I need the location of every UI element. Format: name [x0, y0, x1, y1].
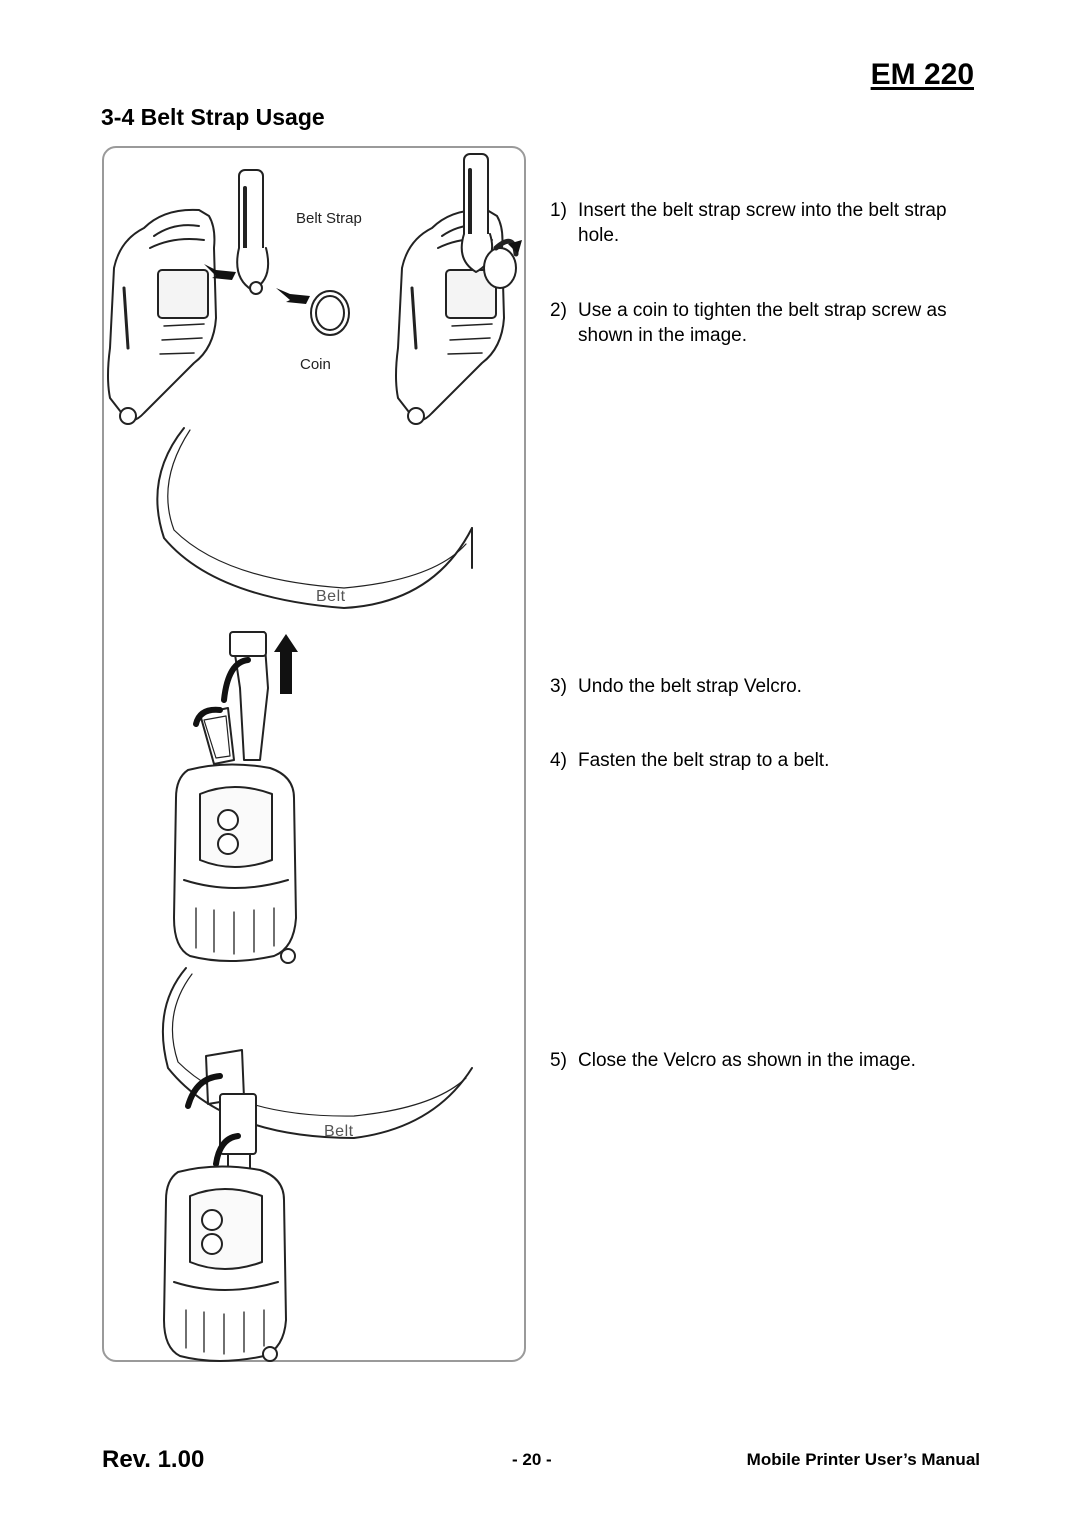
page-number: - 20 -	[512, 1450, 552, 1469]
arrow-icon	[274, 634, 298, 694]
printer-front-icon	[173, 763, 297, 964]
belt-label: Belt	[316, 588, 346, 605]
step-text: Undo the belt strap Velcro.	[578, 676, 802, 697]
step-number: 4)	[550, 750, 567, 771]
belt-icon	[161, 967, 473, 1139]
step-number: 3)	[550, 676, 567, 697]
coin-rotate-icon	[483, 238, 522, 289]
step-number: 1)	[550, 200, 567, 221]
belt-icon	[156, 427, 473, 609]
printer-front-icon	[163, 1165, 287, 1362]
belt-strap-illustration	[107, 153, 522, 1362]
step-number: 5)	[550, 1050, 567, 1071]
step-text: Close the Velcro as shown in the image.	[578, 1050, 916, 1071]
model-name: EM 220	[870, 58, 974, 91]
coin-icon	[310, 290, 350, 336]
belt-strap-icon	[199, 631, 269, 765]
rotate-arrow-icon	[185, 1073, 241, 1167]
figure-panel: Belt Strap Coin Belt Belt	[102, 146, 526, 1362]
section-title: 3-4 Belt Strap Usage	[101, 104, 325, 130]
printer-rear-icon	[107, 208, 217, 425]
belt-strap-icon	[236, 169, 270, 295]
step-text: Fasten the belt strap to a belt.	[578, 750, 830, 771]
belt-strap-icon	[205, 1049, 257, 1181]
step-4: 4) Fasten the belt strap to a belt.	[550, 748, 978, 773]
step-2: 2) Use a coin to tighten the belt strap …	[550, 298, 978, 348]
arrow-icon	[204, 264, 310, 304]
rotate-arrow-icon	[193, 657, 251, 727]
step-5: 5) Close the Velcro as shown in the imag…	[550, 1048, 978, 1073]
step-number: 2)	[550, 300, 567, 321]
coin-label: Coin	[300, 356, 331, 373]
belt-strap-label: Belt Strap	[296, 210, 362, 227]
step-text: Insert the belt strap screw into the bel…	[578, 200, 947, 246]
step-text: Use a coin to tighten the belt strap scr…	[578, 300, 947, 346]
step-3: 3) Undo the belt strap Velcro.	[550, 674, 978, 699]
revision: Rev. 1.00	[102, 1446, 205, 1473]
manual-title: Mobile Printer User’s Manual	[746, 1450, 980, 1469]
belt-label: Belt	[324, 1123, 354, 1140]
step-1: 1) Insert the belt strap screw into the …	[550, 198, 978, 248]
